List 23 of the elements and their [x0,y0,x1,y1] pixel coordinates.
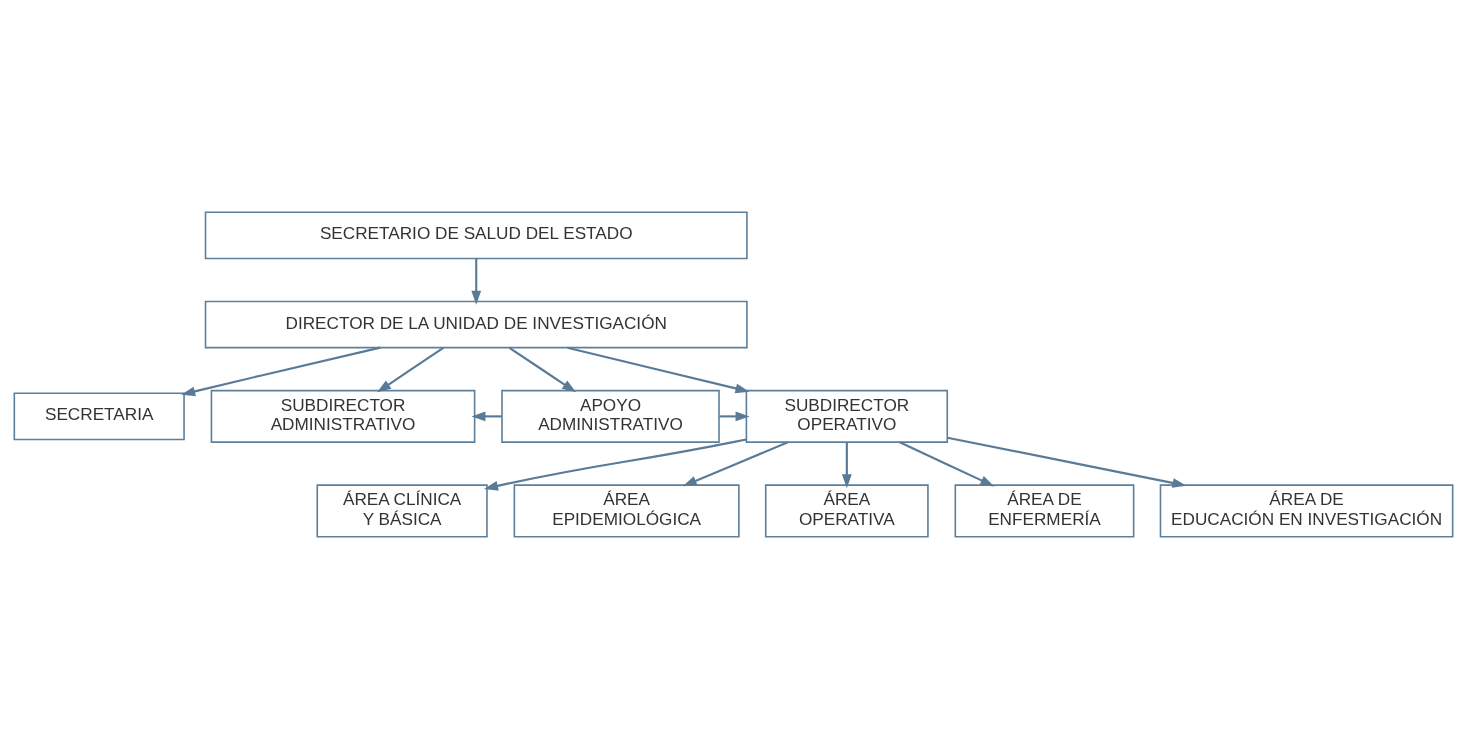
node-box: SECRETARIA [13,392,185,440]
node-box: SUBDIRECTOR ADMINISTRATIVO [210,389,475,443]
node-box: APOYO ADMINISTRATIVO [500,389,720,443]
node-box: ÁREA OPERATIVA [764,483,929,537]
arrow [470,258,481,305]
node-box: ÁREA EPIDEMIOLÓGICA [513,483,740,537]
arrow [566,346,749,393]
arrow [180,346,380,396]
arrow [376,346,444,392]
node-box: SECRETARIO DE SALUD DEL ESTADO [204,211,748,259]
arrow [508,346,576,392]
arrow [682,440,788,486]
node-box: SUBDIRECTOR OPERATIVO [745,389,948,443]
arrow [483,437,746,491]
node-box: ÁREA DE EDUCACIÓN EN INVESTIGACIÓN [1159,483,1453,537]
arrow [841,441,852,488]
node-box: DIRECTOR DE LA UNIDAD DE INVESTIGACIÓN [204,300,748,348]
arrow [898,440,994,486]
node-box: ÁREA CLÍNICA Y BÁSICA [315,483,488,537]
arrow [718,411,750,421]
node-box: ÁREA DE ENFERMERÍA [954,483,1134,537]
arrow [946,436,1186,488]
arrow [470,411,502,421]
